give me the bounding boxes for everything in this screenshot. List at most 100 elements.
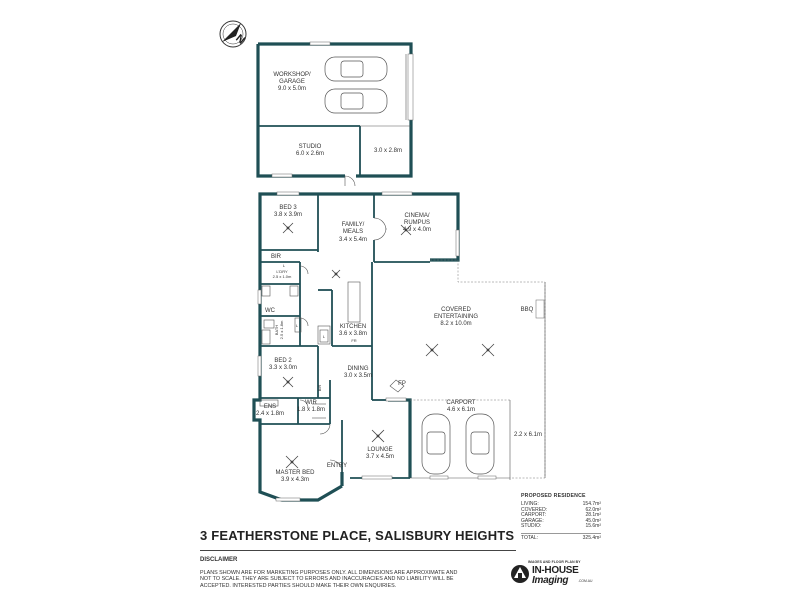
room-label-wir: WIR 1.8 x 1.8m [297,400,325,413]
svg-text:STUDIO: STUDIO [299,144,322,150]
ceiling-fan-icon [371,429,385,443]
svg-text:MASTER BED: MASTER BED [275,470,315,476]
svg-text:CARPORT: CARPORT [446,400,476,406]
room-label-ens: ENS 2.4 x 1.8m [256,404,284,417]
svg-text:1.8 x 1.8m: 1.8 x 1.8m [297,407,325,413]
svg-text:3.3 x 3.0m: 3.3 x 3.0m [269,365,297,371]
logo-web: .COM.AU [578,579,593,583]
svg-text:3.7 x 4.5m: 3.7 x 4.5m [366,454,394,460]
fridge-label: FR [351,338,356,343]
area-row-studio: Studio:15.6m² [521,523,601,530]
svg-text:2.4 x 1.8m: 2.4 x 1.8m [256,411,284,417]
room-label-lounge: LOUNGE 3.7 x 4.5m [366,447,394,460]
area-row-total: TOTAL:325.4m² [521,532,601,541]
car-icon [421,413,451,475]
room-label-bath: BATH 2.5 x 1.8m [274,320,284,339]
outdoor-areas [389,259,546,480]
area-row-living: Living:154.7m² [521,501,601,507]
svg-text:2.5 x 1.0m: 2.5 x 1.0m [273,274,292,279]
svg-text:ENS: ENS [264,404,276,410]
svg-text:3.0 x 3.5m: 3.0 x 3.5m [344,373,372,379]
room-label-covered: COVERED ENTERTAINING 8.2 x 10.0m [434,307,478,327]
area-row-garage: Garage:45.0m² [521,517,601,524]
svg-text:3.6 x 3.8m: 3.6 x 3.8m [339,331,367,337]
kitchen-fixtures [259,281,361,419]
area-summary-title: PROPOSED RESIDENCE [521,493,586,499]
logo-name-line1: IN-HOUSE [532,565,579,576]
car-icon [465,413,495,475]
svg-text:KITCHEN: KITCHEN [340,324,366,330]
room-label-studio-side: 3.0 x 2.8m [374,148,402,154]
windows [257,191,460,502]
ceiling-fan-icon [400,224,412,236]
disclaimer-heading: DISCLAIMER [200,557,238,563]
svg-text:ENTERTAINING: ENTERTAINING [434,314,478,320]
ceiling-fan-icon [331,269,341,279]
room-label-wc: WC [265,308,276,314]
room-label-bed3: BED 3 3.8 x 3.9m [274,205,302,218]
room-label-bir: BIR [271,254,282,260]
svg-text:LOUNGE: LOUNGE [367,447,392,453]
ceiling-fan-icon [481,343,495,357]
linen-label: L [283,263,286,268]
logo-name-line2: Imaging [532,575,569,586]
svg-text:FAMILY/: FAMILY/ [342,222,365,228]
ceiling-fan-icon [282,222,294,234]
area-row-covered: Covered:62.0m² [521,506,601,513]
svg-text:CINEMA/: CINEMA/ [404,213,429,219]
svg-text:COVERED: COVERED [441,307,471,313]
linen-label: L [296,323,299,328]
outbuilding [256,41,414,187]
compass: N [219,20,247,48]
ceiling-fan-icon [285,455,299,469]
room-label-studio: STUDIO 6.0 x 2.6m [296,144,324,157]
svg-text:8.2 x 10.0m: 8.2 x 10.0m [440,321,471,327]
area-summary: PROPOSED RESIDENCE Living:154.7m² Covere… [521,493,601,542]
ceiling-fan-icon [425,343,439,357]
svg-text:3.0 x 2.8m: 3.0 x 2.8m [374,148,402,154]
svg-text:6.0 x 2.6m: 6.0 x 2.6m [296,151,324,157]
svg-text:WIR: WIR [305,400,317,406]
room-label-entry: ENTRY [327,463,347,469]
svg-text:BED 3: BED 3 [279,205,297,211]
svg-text:BATH: BATH [274,325,279,335]
room-label-family: FAMILY/ MEALS 3.4 x 5.4m [339,222,367,243]
car-icon [324,88,388,114]
room-label-ldry: L'DRY 2.5 x 1.0m [273,269,292,279]
logo-tagline: IMAGES AND FLOOR PLAN BY [528,560,581,564]
room-label-carport-side: 2.2 x 6.1m [514,432,542,438]
room-label-master: MASTER BED 3.9 x 4.3m [275,470,315,483]
svg-text:2.5 x 1.8m: 2.5 x 1.8m [279,320,284,339]
svg-text:3.8 x 3.9m: 3.8 x 3.9m [274,212,302,218]
title-divider [200,550,516,551]
svg-text:4.9 x 4.0m: 4.9 x 4.0m [403,227,431,233]
room-label-bir2: BIR [317,385,322,392]
room-label-kitchen: KITCHEN 3.6 x 3.8m [339,324,367,337]
disclaimer-text: PLANS SHOWN ARE FOR MARKETING PURPOSES O… [200,570,458,589]
svg-text:GARAGE: GARAGE [279,79,305,85]
svg-text:WORKSHOP/: WORKSHOP/ [273,72,311,78]
property-title: 3 FEATHERSTONE PLACE, SALISBURY HEIGHTS [200,528,515,543]
room-label-cinema: CINEMA/ RUMPUS 4.9 x 4.0m [403,213,431,233]
area-row-carport: Carport:28.1m² [521,512,601,519]
svg-text:3.9 x 4.3m: 3.9 x 4.3m [281,477,309,483]
svg-text:3.4 x 5.4m: 3.4 x 5.4m [339,237,367,243]
ceiling-fan-icon [282,376,294,388]
room-label-carport: CARPORT 4.6 x 6.1m [446,400,476,413]
room-label-bed2: BED 2 3.3 x 3.0m [269,358,297,371]
room-label-fp: FP [398,381,406,387]
svg-text:DINING: DINING [348,366,369,372]
svg-text:L'DRY: L'DRY [276,269,288,274]
svg-text:MEALS: MEALS [343,229,363,235]
room-label-bbq: BBQ [521,307,534,313]
company-logo [511,565,529,583]
room-label-workshop: WORKSHOP/ GARAGE 9.0 x 5.0m [273,72,311,92]
car-icon [324,56,388,82]
svg-text:BED 2: BED 2 [274,358,292,364]
svg-text:RUMPUS: RUMPUS [404,220,430,226]
room-label-dining: DINING 3.0 x 3.5m [344,366,372,379]
svg-text:9.0 x 5.0m: 9.0 x 5.0m [278,86,306,92]
svg-text:4.6 x 6.1m: 4.6 x 6.1m [447,407,475,413]
linen-label: L [323,334,326,339]
